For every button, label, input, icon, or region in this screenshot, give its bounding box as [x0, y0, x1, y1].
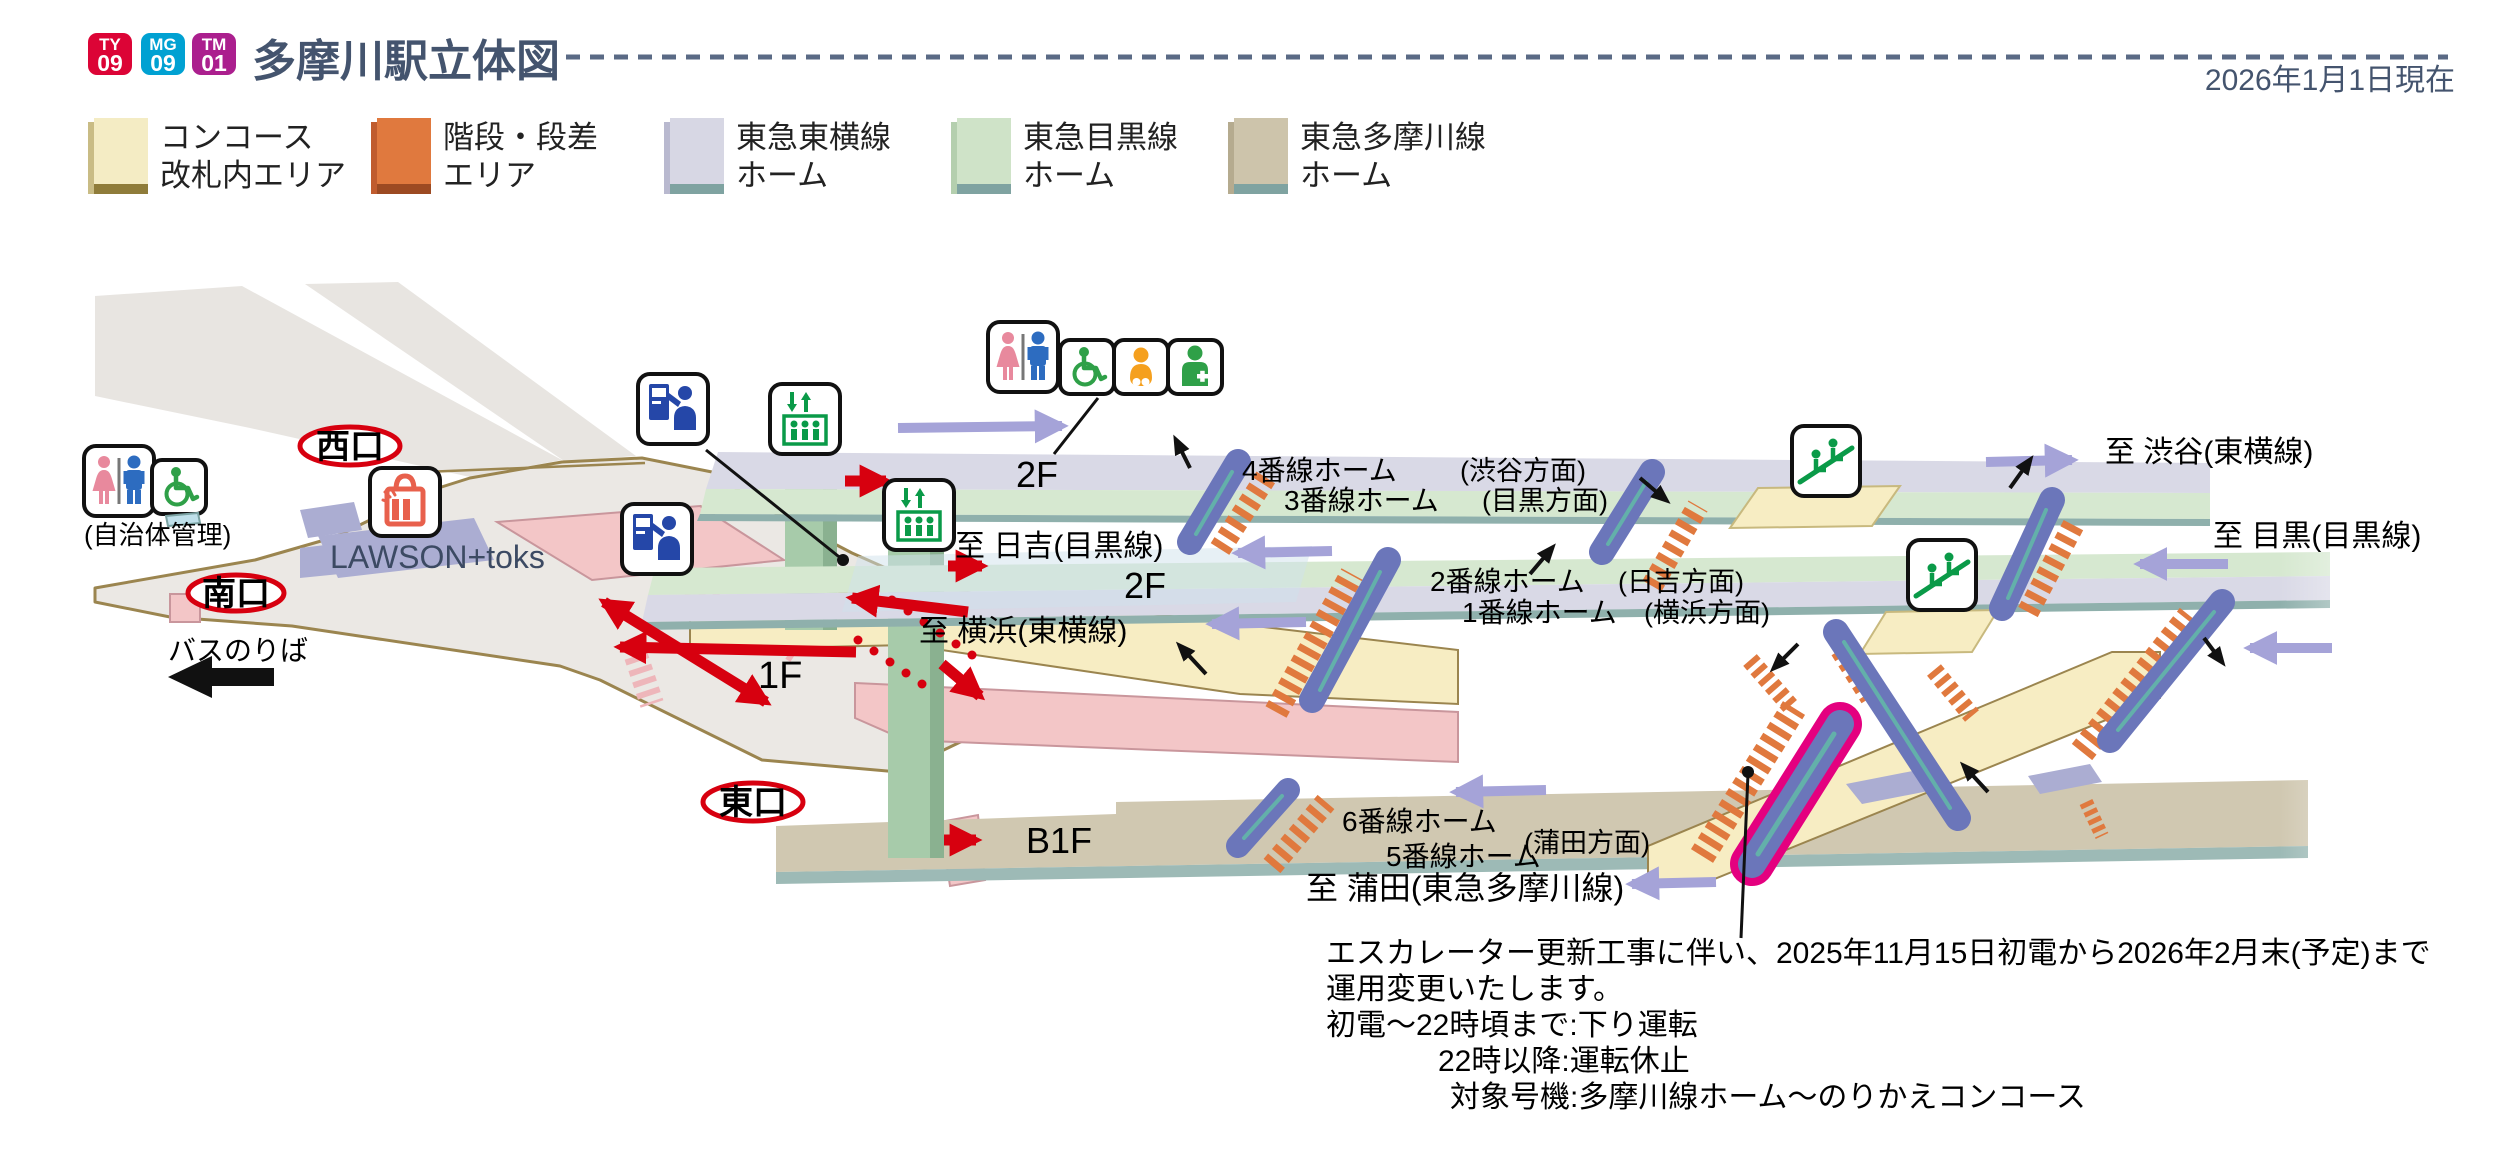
fade-overlay [2280, 405, 2500, 925]
exit-label: 西口 [316, 428, 384, 466]
legend-label: 改札内エリア [160, 158, 346, 193]
exit-west: 西口 [297, 424, 403, 468]
legend-label: ホーム [1300, 158, 1392, 193]
direction-shibuya: (渋谷方面) [1460, 456, 1586, 486]
legend-item-stairs: 階段・段差 エリア [371, 118, 598, 194]
direction-meguro: (目黒方面) [1482, 486, 1608, 516]
bus-direction-arrow-icon [168, 656, 274, 698]
page-title: 多摩川駅立体図 [252, 37, 560, 86]
badge-line-code: TY [99, 35, 121, 54]
platform-6-label: 6番線ホーム [1342, 806, 1497, 837]
wheelchair-icon [1060, 340, 1114, 394]
notice-line: 運用変更いたします。 [1326, 973, 1623, 1006]
ticket-gate-dots [853, 595, 977, 689]
platform-4-label: 4番線ホーム [1242, 455, 1397, 486]
exit-label: 南口 [202, 575, 270, 613]
deck-pad [1858, 608, 2000, 656]
escalator-icon [1908, 540, 1976, 610]
bus-stop-label: バスのりば [168, 635, 308, 666]
legend-label: 階段・段差 [443, 120, 598, 155]
direction-kamata: (蒲田方面) [1524, 828, 1650, 858]
baby-icon [1112, 338, 1170, 396]
ticket-machine-icon [636, 372, 710, 446]
notice-line: 初電〜22時頃まで:下り運転 [1326, 1009, 1698, 1042]
legend-item-concourse: コンコース 改札内エリア [88, 118, 346, 194]
escalator [1823, 619, 1971, 831]
header: TY 09 MG 09 TM 01 多摩川駅立体図 2026年1月1日現在 [88, 33, 2455, 97]
line-badge-toyoko: TY 09 [88, 33, 132, 76]
legend-label: ホーム [1023, 158, 1115, 193]
legend-label: コンコース [160, 120, 313, 155]
escalator [1177, 449, 1251, 555]
as-of-date: 2026年1月1日現在 [2205, 64, 2455, 97]
legend-item-meguro-platform: 東急目黒線 ホーム [951, 118, 1178, 194]
exit-east: 東口 [700, 780, 806, 824]
floor-label-b1f: B1F [1026, 820, 1092, 861]
legend-label: エリア [443, 158, 536, 193]
exit-label: 東口 [719, 784, 787, 822]
accessible-slope [164, 511, 202, 528]
elevator-icon [882, 478, 956, 552]
direction-yokohama: (横浜方面) [1644, 598, 1770, 628]
ticket-machine-icon [620, 502, 694, 576]
stairs [1210, 471, 2201, 874]
direction-hiyoshi: (日吉方面) [1618, 567, 1744, 597]
ground-roads [95, 282, 636, 477]
escalator [1299, 547, 1401, 713]
route-arrows-red [598, 464, 989, 857]
badge-line-number: 09 [150, 50, 176, 76]
escalator [1589, 459, 1665, 565]
elevator-icon [768, 382, 842, 456]
legend-label: 東急東横線 [736, 120, 891, 155]
destination-hiyoshi: 至 日吉(目黒線) [955, 530, 1163, 563]
platform-2-label: 2番線ホーム [1430, 566, 1585, 597]
floor-label-1f: 1F [758, 655, 802, 697]
care-person-icon [1166, 338, 1224, 396]
escalator [2097, 589, 2235, 753]
leader-lines [705, 397, 1754, 939]
shop-label: LAWSON+toks [330, 539, 545, 575]
b1f-platform [776, 780, 2308, 884]
toilet-management-note: (自治体管理) [84, 520, 231, 550]
line-badge-meguro: MG 09 [141, 33, 185, 76]
floor-label-2f-toyoko: 2F [1016, 454, 1058, 495]
escalator-highlighted [1730, 702, 1862, 886]
badge-line-code: TM [202, 35, 227, 54]
platform-3-label: 3番線ホーム [1284, 485, 1439, 516]
destination-meguro: 至 目黒(目黒線) [2213, 520, 2421, 553]
escalators [1177, 449, 2235, 886]
west-building-strips [300, 502, 494, 578]
notice-line: エスカレーター更新工事に伴い、2025年11月15日初電から2026年2月末(予… [1326, 937, 2431, 970]
escalator [1989, 487, 2065, 621]
legend-label: 東急多摩川線 [1300, 120, 1486, 155]
toilet-icon [986, 320, 1060, 394]
floor-label-2f-meguro: 2F [1124, 565, 1166, 606]
escalator-notice: エスカレーター更新工事に伴い、2025年11月15日初電から2026年2月末(予… [1326, 937, 2431, 1114]
shop-icon [370, 468, 440, 536]
legend: コンコース 改札内エリア 階段・段差 エリア 東急東横線 ホーム 東急目黒線 ホ… [88, 118, 1486, 194]
wheelchair-icon [152, 460, 206, 514]
escalator-icon [1792, 426, 1860, 496]
escalator [1226, 778, 1300, 858]
destination-yokohama: 至 横浜(東横線) [919, 615, 1127, 648]
destination-kamata: 至 蒲田(東急多摩川線) [1306, 870, 1624, 906]
notice-line: 対象号機:多摩川線ホーム〜のりかえコンコース [1450, 1081, 2086, 1114]
toilet-icon [82, 444, 156, 518]
legend-item-tamagawa-platform: 東急多摩川線 ホーム [1228, 118, 1486, 194]
exit-south: 南口 [185, 572, 287, 614]
destination-shibuya: 至 渋谷(東横線) [2105, 436, 2313, 469]
badge-line-number: 09 [97, 50, 123, 76]
legend-label: ホーム [736, 158, 828, 193]
line-badge-tamagawa: TM 01 [192, 33, 236, 76]
legend-item-toyoko-platform: 東急東横線 ホーム [664, 118, 891, 194]
badge-line-code: MG [149, 35, 176, 54]
direction-arrows-black [1173, 434, 2226, 794]
legend-label: 東急目黒線 [1023, 120, 1178, 155]
platform-5-label: 5番線ホーム [1386, 841, 1541, 872]
badge-line-number: 01 [201, 50, 227, 76]
notice-line: 22時以降:運転休止 [1438, 1045, 1690, 1078]
platform-1-label: 1番線ホーム [1462, 597, 1617, 628]
